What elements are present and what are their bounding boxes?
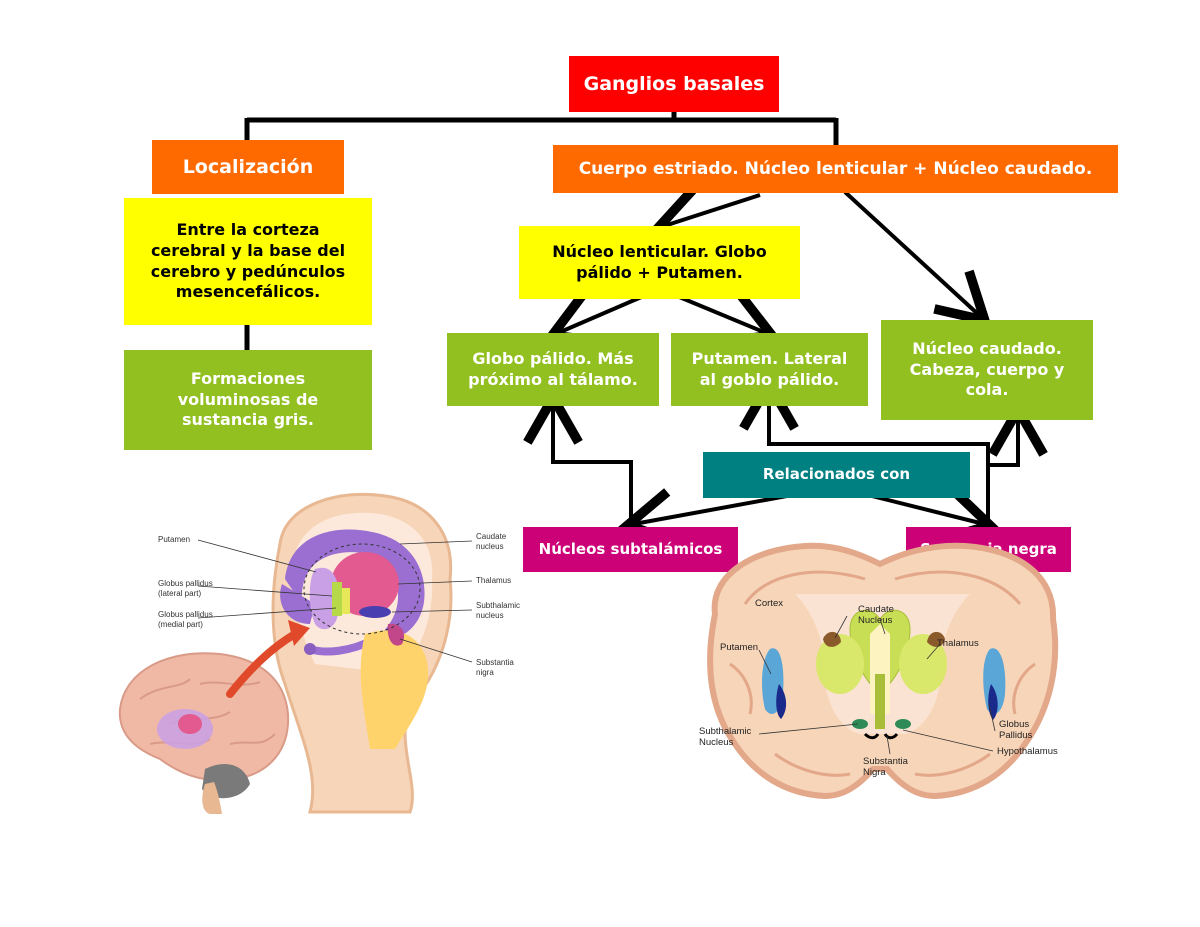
title-box: Ganglios basales [569, 56, 779, 112]
arrow-estriado-lenticular [648, 186, 761, 244]
label-globus-1-coronal: Globus [999, 719, 1029, 730]
inset-brainstem-shape [360, 630, 429, 749]
inset-caudate-shape [285, 529, 425, 640]
relacionados-box: Relacionados con [703, 452, 970, 498]
label-globus-medial-1: Globus pallidus [158, 610, 213, 619]
tree-connector [244, 112, 839, 350]
zoom-arrow-icon [226, 630, 299, 698]
label-hypothalamus-coronal: Hypothalamus [997, 746, 1058, 757]
label-subthalamic-1-coronal: Subthalamic [699, 726, 752, 737]
label-putamen: Putamen [158, 535, 190, 544]
label-caudate-1-coronal: Caudate [858, 604, 894, 615]
label-subthalamic-2-coronal: Nucleus [699, 737, 734, 748]
label-substantia-1: Substantia [476, 658, 514, 667]
label-caudate-2-coronal: Nucleus [858, 615, 893, 626]
inset-putamen-shape [309, 567, 340, 630]
nucleos-subtalamicos-box: Núcleos subtalámicos [523, 527, 738, 572]
arrow-negra-putamen [739, 373, 990, 527]
label-globus-lateral-2: (lateral part) [158, 589, 201, 598]
label-subthalamic-2: nucleus [476, 611, 504, 620]
label-thalamus-coronal: Thalamus [937, 638, 979, 649]
nucleo-caudado-box: Núcleo caudado. Cabeza, cuerpo y cola. [881, 320, 1093, 420]
nucleo-lenticular-box: Núcleo lenticular. Globo pálido + Putame… [519, 226, 800, 299]
label-substantia-2: nigra [476, 668, 494, 677]
label-putamen-coronal: Putamen [720, 642, 758, 653]
label-globus-medial-2: (medial part) [158, 620, 203, 629]
globo-palido-box: Globo pálido. Más próximo al tálamo. [447, 333, 659, 406]
putamen-box: Putamen. Lateral al goblo pálido. [671, 333, 868, 406]
label-caudate-2: nucleus [476, 542, 504, 551]
label-substantia-1-coronal: Substantia [863, 756, 909, 767]
brain-coronal-illustration: Cortex Caudate Nucleus Putamen Thalamus … [699, 542, 1059, 800]
label-caudate-1: Caudate [476, 532, 507, 541]
label-globus-2-coronal: Pallidus [999, 730, 1033, 741]
label-substantia-2-coronal: Nigra [863, 767, 886, 778]
location-text-box: Entre la corteza cerebral y la base del … [124, 198, 372, 325]
arrow-subtalamico-globo [523, 387, 633, 527]
arrow-negra-caudado [988, 399, 1048, 467]
cuerpo-estriado-box: Cuerpo estriado. Núcleo lenticular + Núc… [553, 145, 1118, 193]
formation-text-box: Formaciones voluminosas de sustancia gri… [124, 350, 372, 450]
coronal-thalamus-shape [816, 634, 864, 694]
localizacion-box: Localización [152, 140, 344, 194]
label-cortex: Cortex [755, 598, 783, 609]
arrow-estriado-caudado [843, 190, 992, 327]
label-subthalamic-1: Subthalamic [476, 601, 520, 610]
label-globus-lateral-1: Globus pallidus [158, 579, 213, 588]
label-thalamus: Thalamus [476, 576, 511, 585]
brain-lateral-illustration: Putamen Globus pallidus (lateral part) G… [118, 492, 520, 814]
